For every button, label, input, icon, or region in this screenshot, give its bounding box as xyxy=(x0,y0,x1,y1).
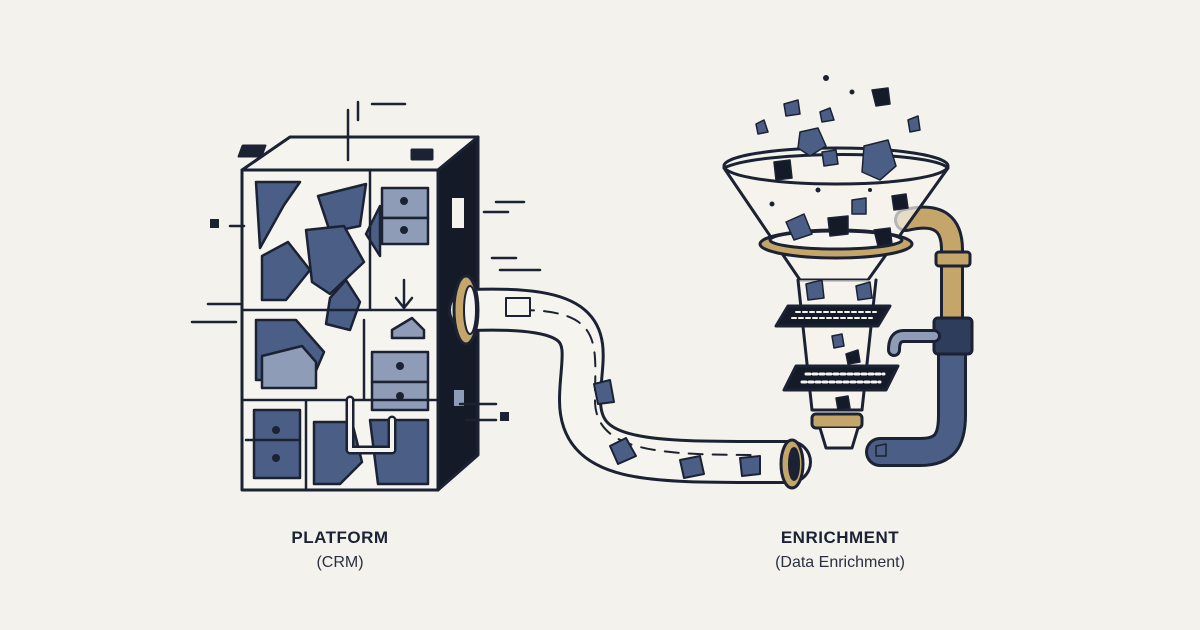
particle xyxy=(873,227,893,247)
particle-dot xyxy=(815,187,821,193)
drawer-knob xyxy=(272,454,280,462)
funnel-spout xyxy=(818,426,860,450)
enrichment-funnel xyxy=(722,75,974,467)
enrichment-label: ENRICHMENT (Data Enrichment) xyxy=(740,528,940,572)
particle xyxy=(835,395,851,411)
pipe-inner xyxy=(451,290,809,482)
shard xyxy=(324,278,362,332)
drawer-knob xyxy=(396,392,404,400)
funnel-collar xyxy=(810,412,864,430)
drawer-open-small xyxy=(390,316,426,340)
particle xyxy=(855,281,873,301)
data-chunk xyxy=(593,379,615,405)
enrichment-subtitle: (Data Enrichment) xyxy=(775,554,905,571)
drawer-knob xyxy=(400,197,408,205)
particle xyxy=(871,87,891,107)
particle xyxy=(907,115,921,133)
particle xyxy=(819,107,835,123)
pipe-center-line xyxy=(519,309,761,456)
particle xyxy=(773,159,793,181)
shard xyxy=(304,224,366,296)
particle xyxy=(783,99,801,117)
particle xyxy=(845,349,861,365)
particle xyxy=(821,149,839,167)
return-pipe-fill xyxy=(868,318,964,464)
data-chunk xyxy=(609,437,637,465)
particle xyxy=(827,215,849,237)
shard xyxy=(364,204,382,258)
pipe-inlet-opening xyxy=(463,285,477,335)
particle xyxy=(831,333,845,349)
motion-dot xyxy=(500,412,509,421)
top-vent-left xyxy=(237,144,267,158)
internal-pipe-core xyxy=(348,398,394,452)
shard xyxy=(254,180,302,250)
shard xyxy=(260,240,312,302)
shard xyxy=(316,182,368,234)
pipe-coupling xyxy=(934,250,972,268)
platform-label: PLATFORM (CRM) xyxy=(260,528,420,572)
particle xyxy=(875,443,887,457)
cabinet-dividers xyxy=(240,168,440,492)
drawer-knob xyxy=(272,426,280,434)
data-chunk xyxy=(739,455,761,477)
drawer xyxy=(370,380,430,412)
platform-subtitle: (CRM) xyxy=(316,554,364,571)
particle-dot xyxy=(868,188,872,192)
motion-dot xyxy=(210,219,219,228)
side-port-lower xyxy=(454,390,464,406)
drawer-knob xyxy=(400,226,408,234)
brass-feed-pipe-fill xyxy=(897,208,961,329)
motion-lines xyxy=(190,100,542,406)
particle xyxy=(805,279,825,301)
particle xyxy=(785,213,813,241)
shard xyxy=(368,418,430,486)
particle xyxy=(891,193,909,211)
tap-pipe-fill xyxy=(890,332,938,354)
pipe-outlet-opening xyxy=(788,447,800,481)
funnel-rim xyxy=(722,146,950,186)
particle xyxy=(851,197,867,215)
particle-dot xyxy=(823,75,829,81)
data-chunk xyxy=(505,297,531,317)
particle xyxy=(797,127,827,157)
drawer-open xyxy=(260,344,318,390)
down-arrow-icon xyxy=(394,278,414,310)
particle-dot xyxy=(849,89,855,95)
transfer-pipe xyxy=(448,274,812,490)
particle xyxy=(755,119,769,135)
platform-title: PLATFORM xyxy=(291,528,389,547)
drawer-knob xyxy=(396,362,404,370)
particle xyxy=(861,139,897,181)
top-vent-right xyxy=(410,148,434,161)
enrichment-title: ENRICHMENT xyxy=(780,528,900,547)
filter-grate-lower xyxy=(782,364,900,392)
data-chunk xyxy=(679,455,705,479)
filter-grate-upper xyxy=(774,304,892,328)
side-port-upper xyxy=(452,198,464,228)
crm-cabinet xyxy=(190,100,542,492)
shard xyxy=(252,408,302,480)
particle-dot xyxy=(769,201,775,207)
